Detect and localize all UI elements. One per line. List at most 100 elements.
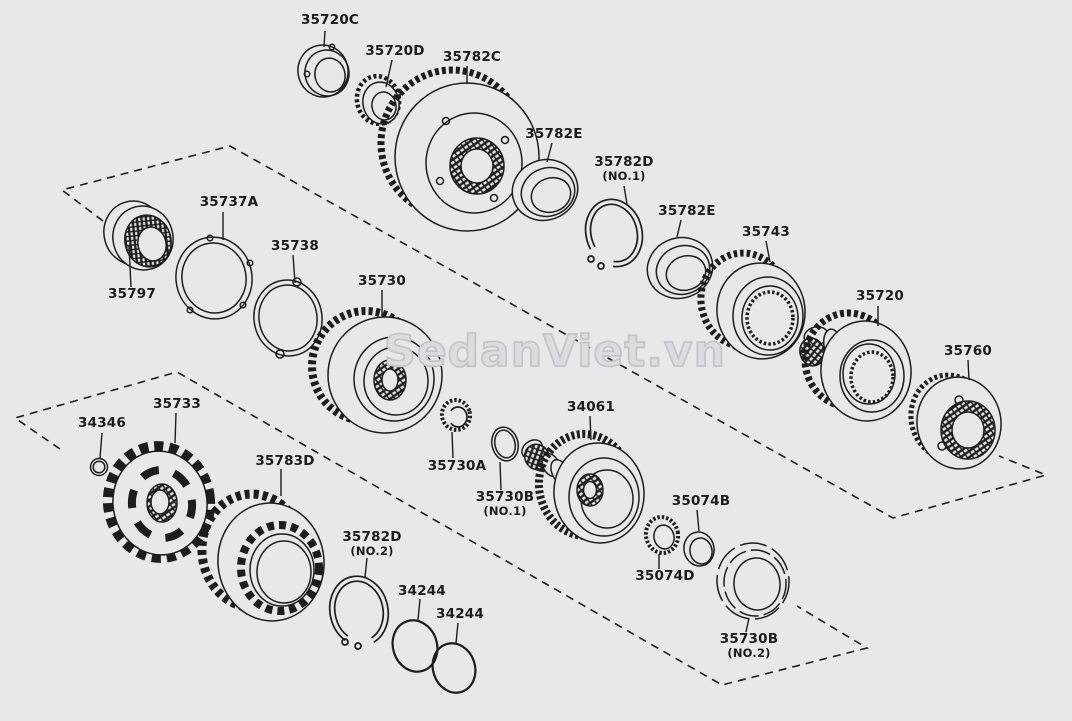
part-number: 34244 <box>398 583 446 599</box>
part-label-34346: 34346 <box>78 415 126 431</box>
part-label-35760: 35760 <box>944 343 992 359</box>
part-drawing-34346-o-ring <box>89 457 109 477</box>
assembly-plane-outline-lower <box>13 371 870 686</box>
part-drawing-35074B-washer <box>683 531 715 567</box>
leader-line-34244 <box>417 598 421 621</box>
part-number-note: (NO.1) <box>602 169 646 183</box>
leader-line-35730B <box>499 461 502 491</box>
part-label-35730A: 35730A <box>427 458 487 474</box>
leader-line-35738 <box>292 254 296 284</box>
leader-line-35730B <box>745 617 750 633</box>
assembly-plane-outline-upper <box>60 145 1049 519</box>
part-number-note: (NO.2) <box>727 646 771 660</box>
part-number: 35720 <box>856 288 904 304</box>
leader-lines <box>99 30 970 644</box>
part-drawing-35782D-snap-ring-2 <box>328 575 390 650</box>
leader-line-35074B <box>696 509 700 532</box>
leader-line-34244 <box>455 622 459 644</box>
part-label-35720C: 35720C <box>300 12 360 28</box>
part-drawing-35074D-toothed-washer <box>643 515 681 555</box>
part-drawing-35737A-race <box>175 234 254 320</box>
leader-line-35797 <box>128 245 132 288</box>
part-drawing-35782D-snap-ring-1 <box>584 198 644 270</box>
part-number: 35730 <box>358 273 406 289</box>
part-number: 35760 <box>944 343 992 359</box>
part-number: 35074B <box>671 493 731 509</box>
part-label-35730B-NO1: 35730B(NO.1) <box>475 489 535 518</box>
part-number: 35733 <box>153 396 201 412</box>
part-number: 35782E <box>658 203 716 219</box>
leader-line-35733 <box>174 412 177 444</box>
part-number: 35730A <box>427 458 487 474</box>
part-number: 35737A <box>199 194 259 210</box>
part-number: 34346 <box>78 415 126 431</box>
part-label-35730B-NO2: 35730B(NO.2) <box>719 631 779 660</box>
part-number: 35720D <box>365 43 425 59</box>
part-label-34244: 34244 <box>398 583 446 599</box>
part-drawing-35782E-bearing-2 <box>646 236 714 300</box>
part-number: 35783D <box>255 453 315 469</box>
part-drawing-35782E-bearing-1 <box>511 158 579 222</box>
part-label-35782C: 35782C <box>442 49 502 65</box>
part-number: 35782E <box>525 126 583 142</box>
part-drawing-35720-clutch-drum-gear <box>799 309 912 422</box>
part-number: 34061 <box>567 399 615 415</box>
part-drawing-35720C-locknut <box>297 43 350 98</box>
leader-line-35720D <box>385 59 393 88</box>
part-number: 35782C <box>442 49 502 65</box>
part-drawing-35782C-oil-pump-gear <box>377 66 540 232</box>
part-number: 35730B <box>719 631 779 647</box>
part-drawing-35730-clutch-drum <box>308 307 443 434</box>
part-label-35782E: 35782E <box>658 203 716 219</box>
leader-line-35743 <box>765 240 771 263</box>
leader-line-35782D <box>623 185 628 205</box>
part-label-35782D-NO2: 35782D(NO.2) <box>342 529 402 558</box>
leader-line-35730A <box>451 431 454 459</box>
part-drawing-35783D-one-way-clutch <box>197 489 325 622</box>
part-drawing-35743-synchronizer-ring <box>697 249 806 360</box>
part-label-34061: 34061 <box>567 399 615 415</box>
part-label-35743: 35743 <box>742 224 790 240</box>
part-label-35733: 35733 <box>153 396 201 412</box>
part-number: 35743 <box>742 224 790 240</box>
part-number: 35738 <box>271 238 319 254</box>
part-number: 35730B <box>475 489 535 505</box>
part-label-35074B: 35074B <box>671 493 731 509</box>
part-label-35737A: 35737A <box>199 194 259 210</box>
part-number: 35797 <box>108 286 156 302</box>
part-drawing-35760-flange <box>908 372 1002 470</box>
part-label-35720: 35720 <box>856 288 904 304</box>
leader-line-34346 <box>99 432 103 459</box>
part-number: 35782D <box>342 529 402 545</box>
part-drawing-34244-o-ring-1 <box>391 619 439 673</box>
leader-line-35760 <box>967 359 970 381</box>
leader-line-35782D <box>364 557 368 578</box>
part-number-note: (NO.2) <box>350 544 394 558</box>
part-label-35782E: 35782E <box>525 126 583 142</box>
leader-line-35782E <box>546 142 553 163</box>
part-number-note: (NO.1) <box>483 504 527 518</box>
part-drawing-35733-ratchet-plate <box>102 441 216 563</box>
part-number: 35782D <box>594 154 654 170</box>
leader-line-35720C <box>323 30 326 48</box>
part-label-35738: 35738 <box>271 238 319 254</box>
part-number: 35074D <box>635 568 695 584</box>
part-label-35783D: 35783D <box>255 453 315 469</box>
leader-line-34061 <box>589 415 592 441</box>
part-drawing-34061-output-shaft-gear <box>521 430 645 544</box>
part-label-35730: 35730 <box>358 273 406 289</box>
part-label-35720D: 35720D <box>365 43 425 59</box>
part-drawing-35730A-thrust-washer <box>439 398 473 432</box>
part-drawing-35738-ring <box>253 277 323 359</box>
part-drawing-35797-needle-bearing <box>103 200 174 271</box>
part-label-35074D: 35074D <box>635 568 695 584</box>
part-number: 34244 <box>436 606 484 622</box>
part-label-35782D-NO1: 35782D(NO.1) <box>594 154 654 183</box>
part-drawing-34244-o-ring-2 <box>431 642 477 694</box>
part-label-35797: 35797 <box>108 286 156 302</box>
part-drawing-35730B-ring-no2 <box>716 542 790 620</box>
part-drawing-35730B-ring-no1 <box>490 426 520 462</box>
part-number: 35720C <box>300 12 360 28</box>
